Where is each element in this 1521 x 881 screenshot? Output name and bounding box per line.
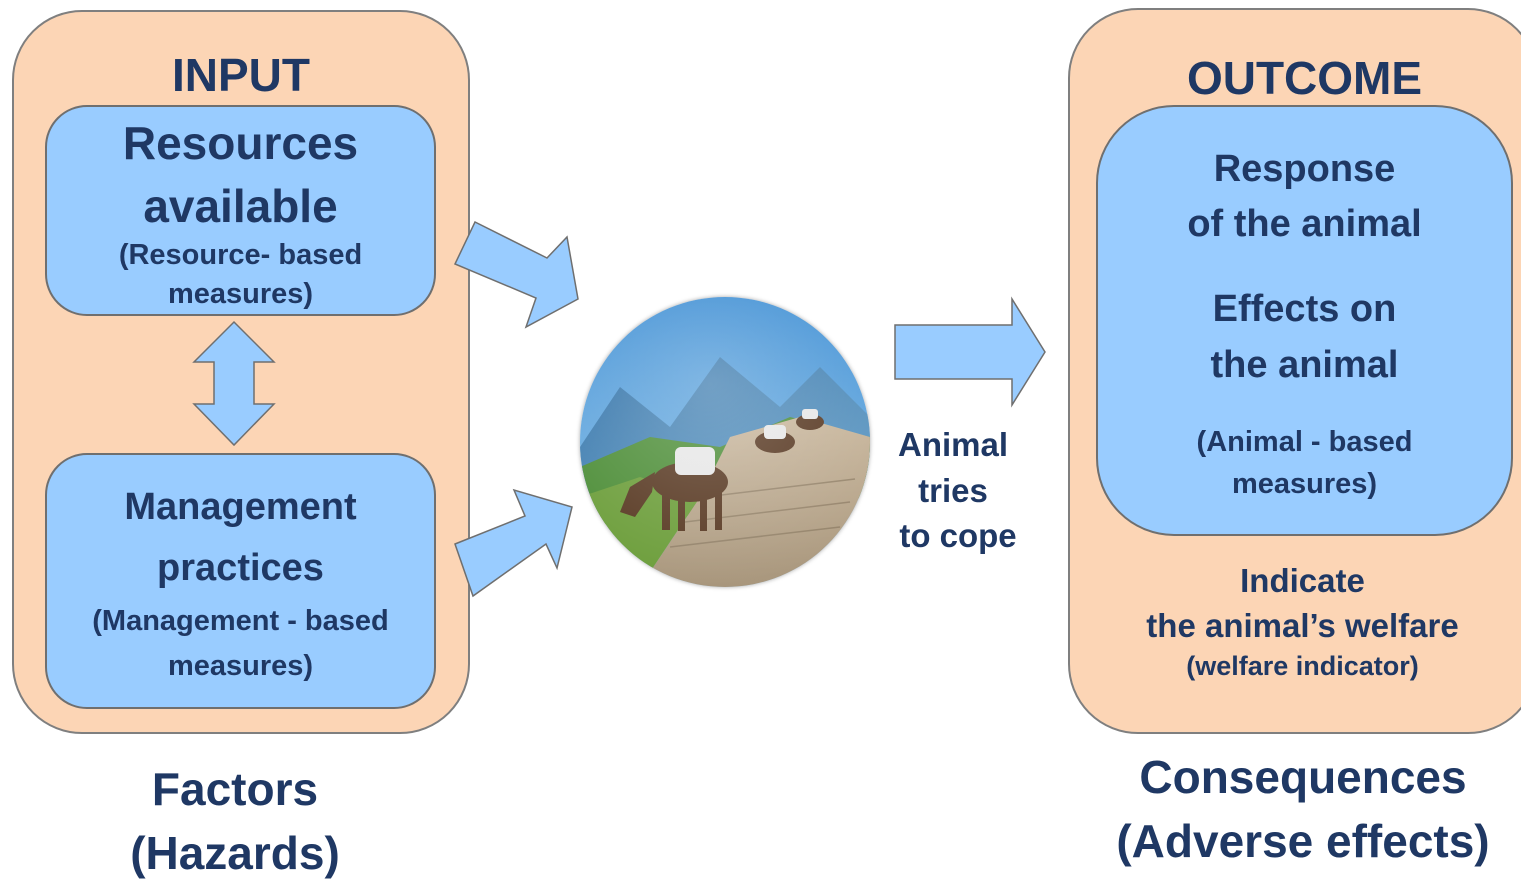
animal-photo [580, 297, 870, 587]
indicate-line1: Indicate [1240, 562, 1365, 599]
animal-photo-illustration [580, 297, 870, 587]
management-sub-line2: measures) [167, 650, 314, 682]
resources-box [45, 105, 436, 316]
cope-label-line3: to cope [899, 517, 1017, 554]
arrow-management-to-photo [454, 488, 573, 598]
consequences-caption-line2: (Adverse effects) [1116, 815, 1490, 867]
management-sub-line1: (Management - based [92, 605, 389, 637]
resources-sub-line1: (Resource- based [118, 239, 363, 271]
resources-sub-line2: measures) [167, 278, 314, 310]
cope-label-line2: tries [918, 472, 988, 509]
response-line2: of the animal [1187, 203, 1422, 245]
indicate-line3: (welfare indicator) [1186, 651, 1419, 681]
management-box [45, 453, 436, 709]
arrow-photo-to-outcome [894, 296, 1046, 408]
arrow-resources-to-photo [453, 220, 579, 329]
effects-line2: the animal [1210, 344, 1399, 386]
resources-title-line1: Resources [122, 117, 359, 169]
response-box [1096, 105, 1513, 536]
factors-caption-line2: (Hazards) [130, 827, 340, 879]
input-heading: INPUT [172, 49, 310, 101]
cope-label-line1: Animal [897, 426, 1009, 463]
outcome-heading: OUTCOME [1186, 52, 1423, 104]
animal-sub-line2: measures) [1231, 468, 1378, 500]
management-title-line2: practices [157, 547, 324, 589]
consequences-caption-line1: Consequences [1139, 751, 1467, 803]
management-title-line1: Management [124, 486, 357, 528]
animal-sub-line1: (Animal - based [1196, 426, 1413, 458]
response-line1: Response [1213, 148, 1396, 190]
factors-caption-line1: Factors [151, 763, 319, 815]
indicate-line2: the animal’s welfare [1146, 607, 1459, 644]
effects-line1: Effects on [1212, 288, 1397, 330]
double-arrow-vertical [192, 320, 276, 447]
resources-title-line2: available [143, 180, 338, 232]
